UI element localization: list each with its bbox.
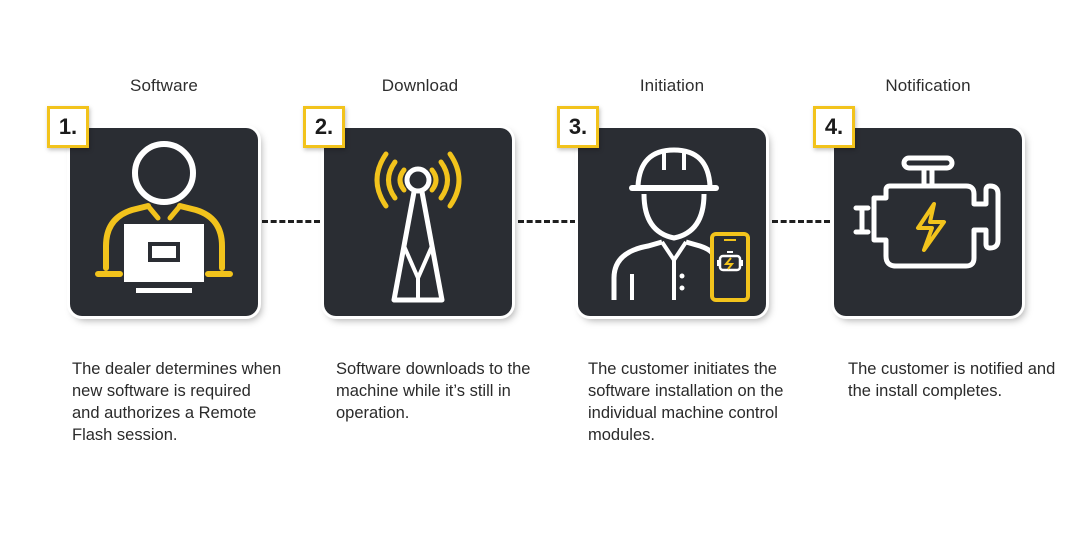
step-description: The customer is notified and the install…	[848, 360, 1056, 400]
tile-notification	[834, 128, 1022, 316]
step-number-badge: 1.	[47, 106, 89, 148]
step-description: The dealer determines when new software …	[72, 360, 282, 444]
worker-phone-icon	[611, 147, 750, 302]
tile-initiation	[578, 128, 766, 316]
step-description: The customer initiates the software inst…	[588, 360, 784, 444]
tile-software	[70, 128, 258, 316]
step-title: Initiation	[639, 76, 705, 95]
step-software: Software 1. The dealer determines when n…	[47, 0, 300, 540]
step-description: Software downloads to the machine while …	[336, 360, 531, 422]
step-title: Notification	[885, 76, 971, 95]
step-title: Download	[381, 76, 459, 95]
step-title: Software	[130, 76, 198, 95]
step-notification: Notification 4. The customer is notified…	[813, 0, 1064, 540]
connector-3-4	[772, 220, 830, 223]
step-number-badge: 4.	[813, 106, 855, 148]
step-initiation: Initiation 3. The customer initiates the…	[557, 0, 808, 540]
connector-2-3	[518, 220, 576, 223]
dealer-laptop-icon	[95, 141, 233, 293]
signal-tower-icon	[374, 151, 462, 303]
connector-1-2	[262, 220, 320, 223]
step-download: Download 2. Software downloads to the ma…	[303, 0, 556, 540]
step-number-badge: 3.	[557, 106, 599, 148]
step-number-badge: 2.	[303, 106, 345, 148]
tile-download	[324, 128, 512, 316]
engine-bolt-icon	[853, 155, 1001, 269]
